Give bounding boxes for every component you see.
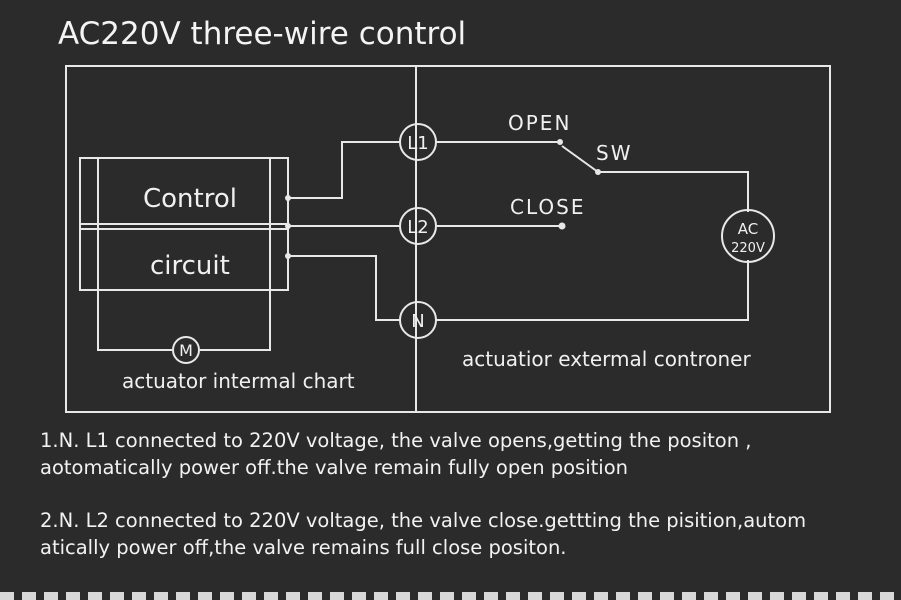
terminal-l2-label: L2 <box>407 217 428 238</box>
note-l1-line-2: aotomatically power off.the valve remain… <box>40 456 628 479</box>
note-l2-line-1: 2.N. L2 connected to 220V voltage, the v… <box>40 509 807 532</box>
motor-label: M <box>179 341 193 360</box>
switch-open-contact <box>557 139 563 145</box>
ac-voltage-label: 220V <box>731 241 765 256</box>
wire-l1 <box>288 141 400 199</box>
external-caption: actuatior extermal controner <box>462 347 751 371</box>
wire-n <box>288 255 400 321</box>
control-terminal-dot-2 <box>285 223 291 229</box>
ac-label: AC <box>738 220 758 238</box>
close-label: CLOSE <box>510 195 585 219</box>
page-title: AC220V three-wire control <box>58 16 467 52</box>
note-l2-line-2: atically power off,the valve remains ful… <box>40 536 567 559</box>
open-label: OPEN <box>508 111 571 135</box>
internal-caption: actuator intermal chart <box>122 369 355 393</box>
note-l2: 2.N. L2 connected to 220V voltage, the v… <box>40 507 806 561</box>
outer-frame <box>65 65 831 413</box>
switch-lever <box>561 145 599 173</box>
note-l1-line-1: 1.N. L1 connected to 220V voltage, the v… <box>40 429 752 452</box>
switch-close-contact <box>558 222 566 230</box>
circuit-label: circuit <box>150 251 230 281</box>
control-label: Control <box>143 184 237 214</box>
wire-neutral <box>436 260 749 321</box>
bottom-dashed-border <box>0 592 901 600</box>
wire-switch-to-ac <box>598 171 749 212</box>
switch-pivot <box>595 169 601 175</box>
control-terminal-dot-3 <box>285 253 291 259</box>
terminal-l1-label: L1 <box>407 133 428 154</box>
control-terminal-dot-1 <box>285 195 291 201</box>
note-l1: 1.N. L1 connected to 220V voltage, the v… <box>40 427 751 481</box>
ac-source-symbol <box>721 209 775 263</box>
terminal-n-label: N <box>411 311 424 332</box>
motor-loop-wire <box>97 290 172 351</box>
motor-loop-wire-right <box>200 290 271 351</box>
switch-label: SW <box>596 141 632 165</box>
motor-symbol <box>172 336 200 364</box>
